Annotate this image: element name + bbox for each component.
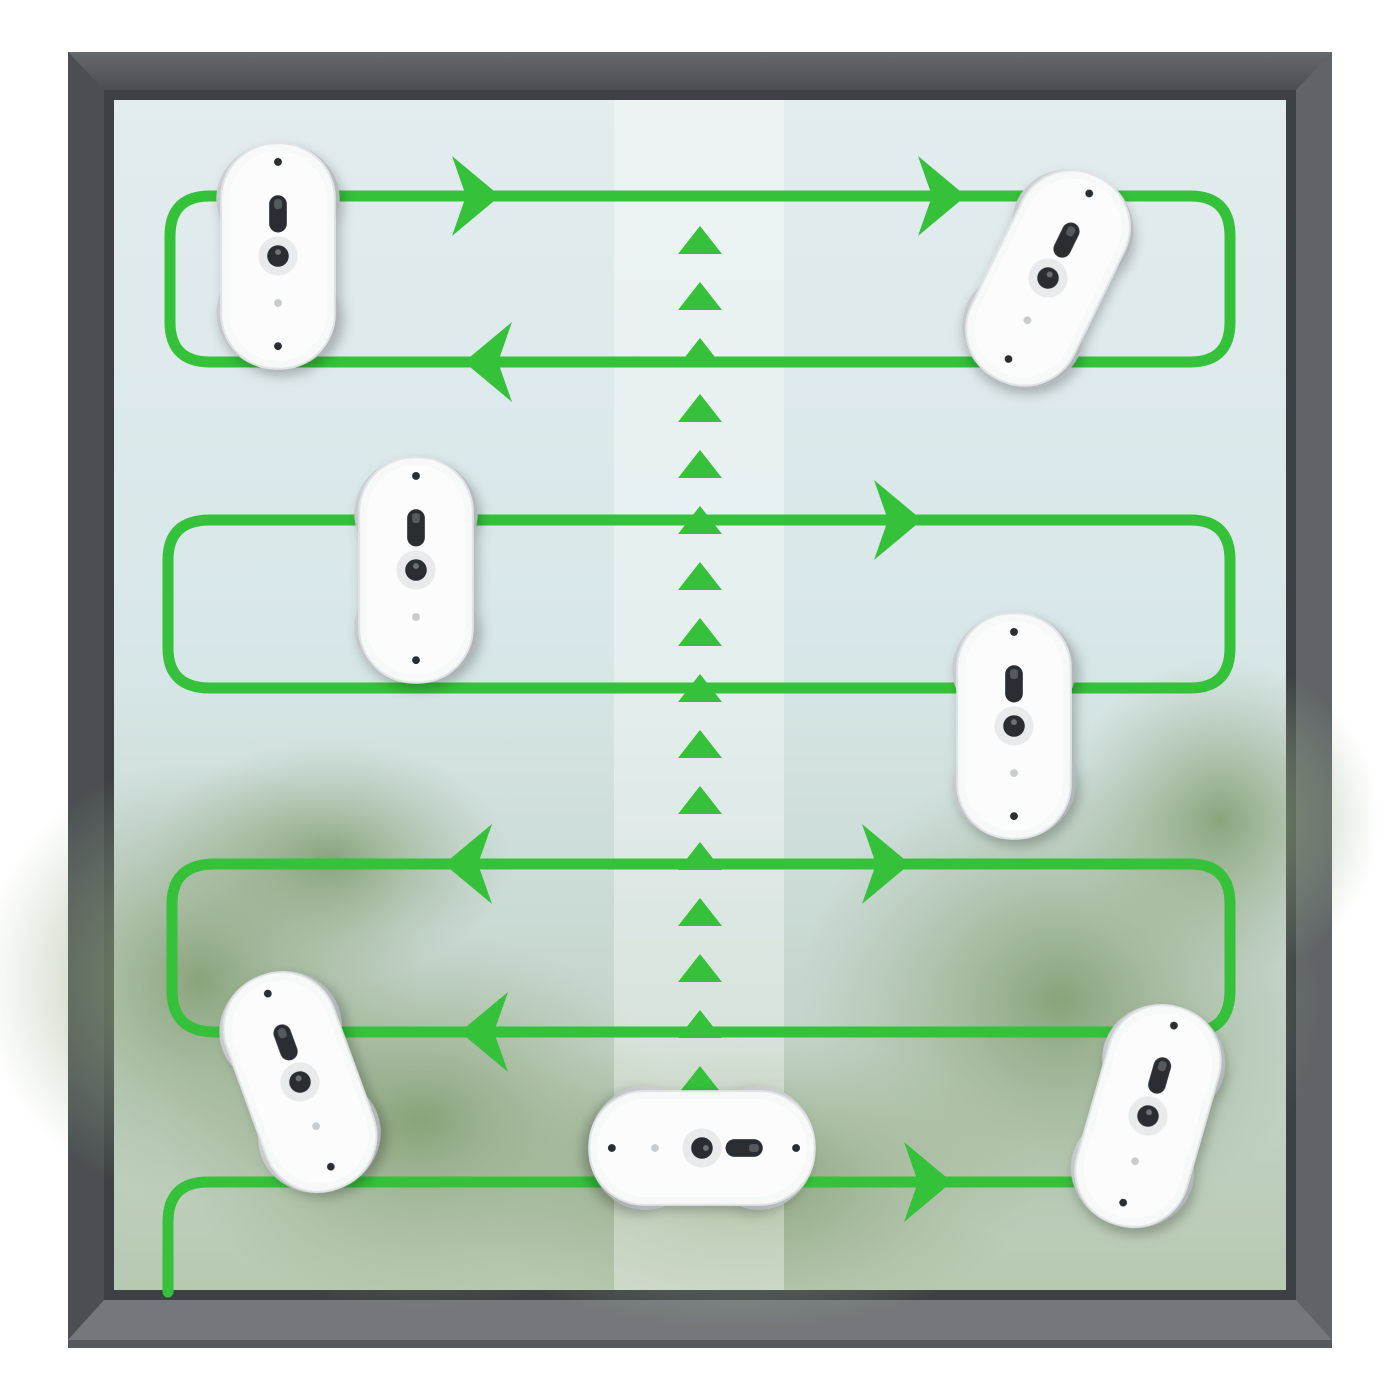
arrow-left-icon xyxy=(464,322,512,402)
triangle-up-icon xyxy=(678,786,722,814)
triangle-up-icon xyxy=(678,898,722,926)
arrow-right-icon xyxy=(874,480,922,560)
arrow-left-icon xyxy=(444,824,492,904)
frame-top-bevel xyxy=(68,52,1332,90)
upward-markers xyxy=(678,226,722,1094)
path-arrows xyxy=(444,156,966,1222)
triangle-up-icon xyxy=(678,282,722,310)
robot-6 xyxy=(587,1085,817,1211)
path-bottom xyxy=(162,1176,1116,1298)
triangle-up-icon xyxy=(678,730,722,758)
arrow-right-icon xyxy=(862,824,910,904)
robot-3 xyxy=(353,455,479,685)
triangle-up-icon xyxy=(678,394,722,422)
triangle-up-icon xyxy=(678,842,722,870)
triangle-up-icon xyxy=(678,674,722,702)
window-robot-icon xyxy=(353,455,479,685)
triangle-up-icon xyxy=(678,1010,722,1038)
robot-4 xyxy=(951,611,1077,841)
window-robot-icon xyxy=(587,1085,817,1211)
path-loop-1 xyxy=(164,190,1236,368)
triangle-up-icon xyxy=(678,450,722,478)
triangle-up-icon xyxy=(678,1066,722,1094)
triangle-up-icon xyxy=(678,954,722,982)
robot-1 xyxy=(215,141,341,371)
arrow-right-icon xyxy=(452,156,500,236)
triangle-up-icon xyxy=(678,506,722,534)
triangle-up-icon xyxy=(678,562,722,590)
window-robot-icon xyxy=(951,611,1077,841)
path-loop-2 xyxy=(162,514,1236,694)
triangle-up-icon xyxy=(678,618,722,646)
window-robot-icon xyxy=(215,141,341,371)
arrow-right-icon xyxy=(918,156,966,236)
arrow-left-icon xyxy=(460,992,508,1072)
triangle-up-icon xyxy=(678,338,722,366)
arrow-right-icon xyxy=(904,1142,952,1222)
triangle-up-icon xyxy=(678,226,722,254)
